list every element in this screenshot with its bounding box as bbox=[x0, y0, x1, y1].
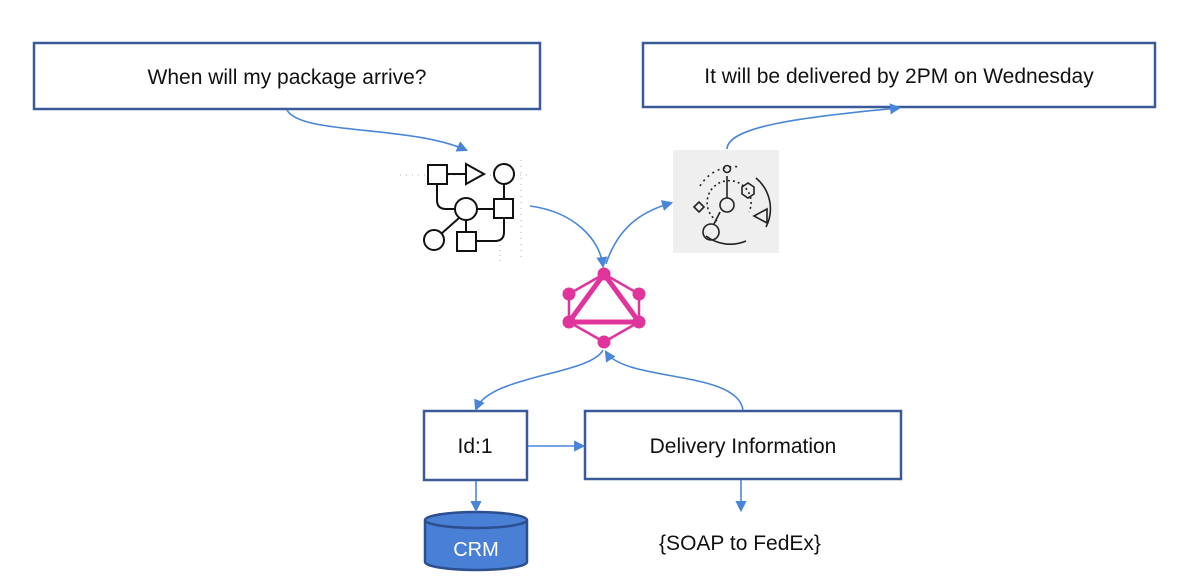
connector-arrows bbox=[286, 103, 902, 513]
arrow-question-to-process bbox=[286, 109, 469, 152]
id-box: Id:1 bbox=[422, 409, 529, 482]
arrow-graphql-to-orchestration bbox=[605, 200, 674, 265]
graphql-logo-icon bbox=[562, 267, 646, 349]
question-text: When will my package arrive? bbox=[148, 66, 427, 89]
id-text: Id:1 bbox=[457, 435, 492, 458]
orchestration-icon bbox=[673, 150, 779, 253]
process-flow-icon bbox=[400, 160, 528, 262]
question-box: When will my package arrive? bbox=[32, 41, 542, 111]
answer-text: It will be delivered by 2PM on Wednesday bbox=[704, 65, 1094, 88]
delivery-text: Delivery Information bbox=[650, 435, 837, 458]
crm-database-cylinder: CRM bbox=[423, 510, 529, 572]
soap-label: {SOAP to FedEx} bbox=[659, 532, 821, 555]
crm-text: CRM bbox=[453, 539, 499, 561]
arrow-orchestration-to-answer bbox=[726, 103, 902, 150]
arrow-delivery-to-graphql bbox=[604, 350, 744, 411]
arrow-graphql-to-id bbox=[474, 349, 604, 412]
arrow-process-to-graphql bbox=[529, 205, 608, 269]
answer-box: It will be delivered by 2PM on Wednesday bbox=[641, 41, 1157, 109]
delivery-information-box: Delivery Information bbox=[583, 409, 903, 481]
